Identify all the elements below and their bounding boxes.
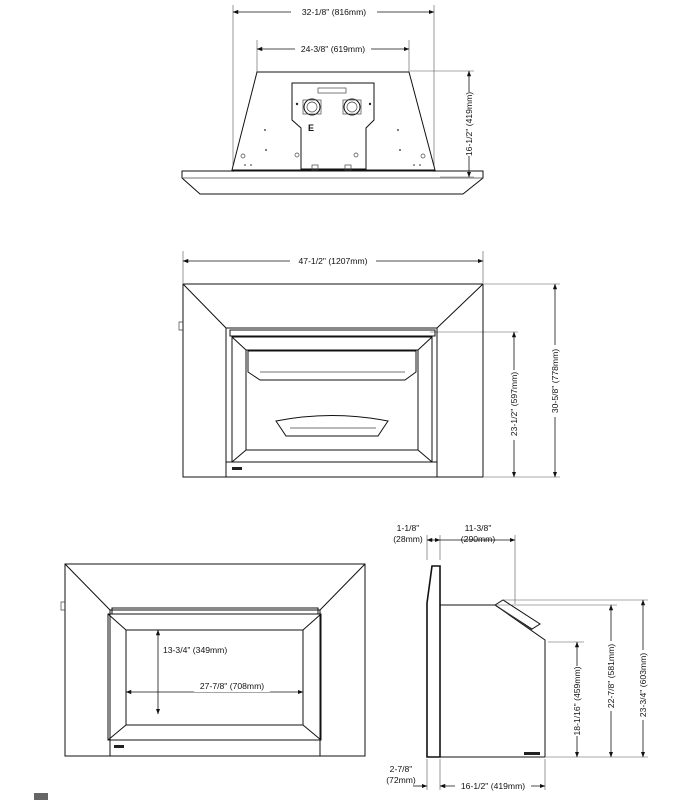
side-depth-label: 16-1/2" (419mm) [461, 781, 525, 791]
vent-collar-left [303, 98, 321, 116]
front-view-large: 47-1/2" (1207mm) 23-1/2" (597mm) 30-5/8"… [178, 251, 561, 478]
top-marker-label: E [308, 123, 314, 133]
front-small-opening-height-label: 13-3/4" (349mm) [163, 645, 227, 655]
front-view-small: 13-3/4" (349mm) 27-7/8" (708mm) [60, 563, 366, 757]
side-face-thickness-label-line2: (28mm) [393, 534, 423, 544]
side-top-offset-label-line1: 11-3/8" [465, 523, 492, 533]
top-view: 32-1/8" (816mm) 24-3/8" (619mm) 16-1/2" … [181, 5, 484, 195]
side-view: 1-1/8" (28mm) 11-3/8" (290mm) 18-1/16" (… [386, 523, 649, 792]
front-large-overall-height-label: 30-5/8" (778mm) [550, 349, 560, 413]
front-small-brand-badge [114, 745, 124, 748]
front-small-firebox-frame [107, 613, 322, 741]
front-small-firebox-opening [125, 629, 304, 726]
front-large-brand-badge [232, 467, 242, 470]
side-body-outline [440, 604, 546, 758]
side-top-offset-label-line2: (290mm) [461, 534, 496, 544]
front-large-top-louver [229, 329, 436, 337]
top-body-outline [231, 71, 436, 171]
side-back-height-label: 23-3/4" (603mm) [638, 653, 648, 717]
side-face-thickness-label-line1: 1-1/8" [397, 523, 420, 533]
top-fastener-holes [240, 102, 426, 166]
top-body-width-label: 24-3/8" (619mm) [301, 44, 365, 54]
side-leg [524, 752, 540, 755]
top-overall-width-label: 32-1/8" (816mm) [302, 7, 366, 17]
front-large-grate [275, 415, 389, 437]
top-face-plate [181, 170, 484, 195]
front-large-overall-width-label: 47-1/2" (1207mm) [299, 256, 368, 266]
page-corner-mark [34, 793, 48, 800]
front-small-top-louver [111, 607, 319, 615]
front-small-bottom-trim [109, 739, 321, 757]
side-face-plate [426, 565, 441, 758]
side-bottom-offset-label-line1: 2-7/8" [390, 764, 413, 774]
front-large-bottom-trim [225, 461, 438, 478]
front-large-opening-height-label: 23-1/2" (597mm) [509, 372, 519, 436]
front-large-firebox-opening [245, 349, 419, 451]
front-large-baffle [247, 350, 417, 381]
top-depth-label: 16-1/2" (419mm) [464, 92, 474, 156]
side-front-height-label: 18-1/16" (459mm) [572, 666, 582, 735]
front-large-firebox-frame [231, 336, 433, 463]
top-center-panel [291, 82, 375, 170]
side-vent-collar [494, 599, 541, 630]
vent-collar-right [343, 98, 361, 116]
side-mid-height-label: 22-7/8" (581mm) [606, 644, 616, 708]
side-bottom-offset-label-line2: (72mm) [386, 775, 416, 785]
front-small-opening-width-label: 27-7/8" (708mm) [200, 681, 264, 691]
